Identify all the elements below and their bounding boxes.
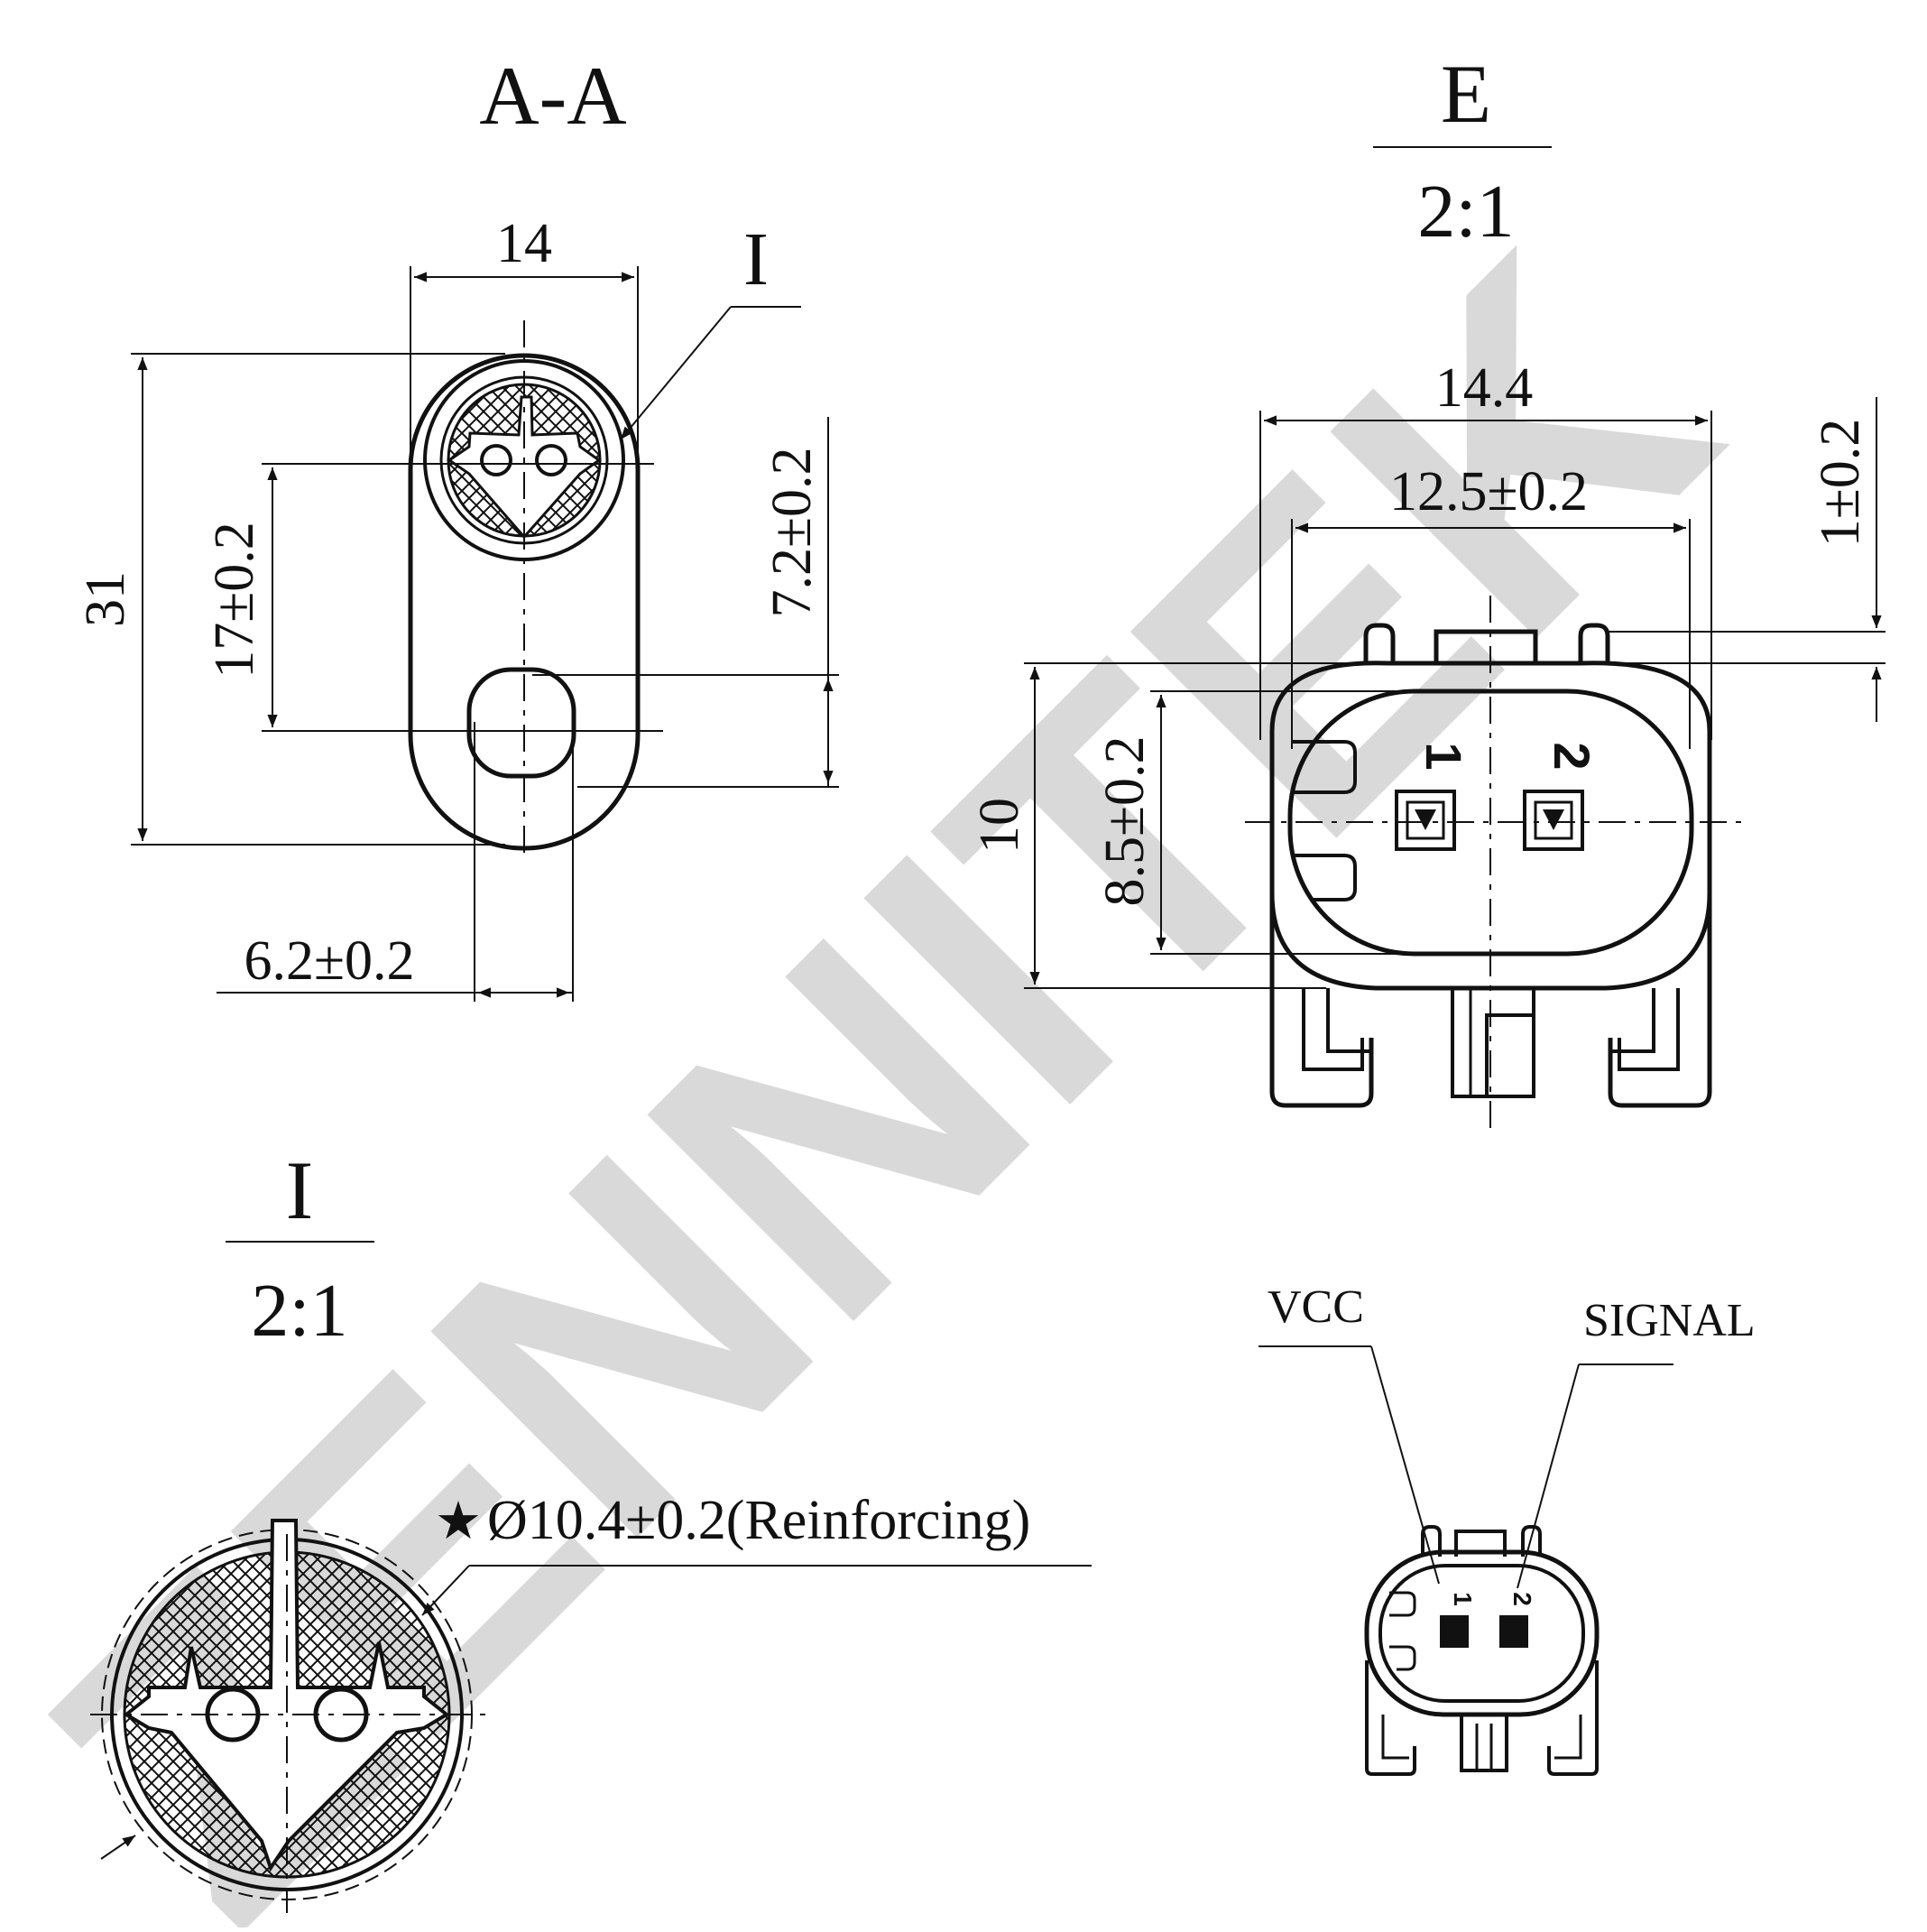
detail-i-view: I 2:1 ★ Ø10.4±0.2(Reinforcing)	[90, 1144, 1092, 1913]
dim-inner-width: 12.5±0.2	[1389, 461, 1588, 522]
dim-hole-dia: 6.2±0.2	[244, 930, 414, 992]
section-aa-view: A-A 14 31 17±0.2 7.2±0.2	[75, 50, 839, 1002]
detail-i-title: I	[286, 1144, 314, 1236]
dim-height: 31	[75, 571, 136, 627]
pinout-label-signal: SIGNAL	[1583, 1295, 1756, 1346]
pinout-view: VCC SIGNAL 1 2	[1259, 1281, 1756, 1776]
pinout-connector-housing	[1364, 1549, 1600, 1717]
section-aa-title: A-A	[479, 50, 627, 142]
dim-width: 14	[496, 213, 552, 274]
pin-2-label: 2	[1544, 742, 1600, 770]
pin-2: 2	[1523, 742, 1600, 851]
pinout-pin-2-label: 2	[1508, 1592, 1536, 1606]
dim-hole-span: 17±0.2	[204, 522, 265, 679]
pinout-pin-2	[1499, 1615, 1528, 1648]
dim-inner-height: 8.5±0.2	[1094, 735, 1156, 906]
dim-offset: 7.2±0.2	[761, 447, 823, 617]
dim-outer-width: 14.4	[1435, 357, 1534, 419]
detail-note-star: ★	[435, 1492, 482, 1550]
pinout-label-vcc: VCC	[1268, 1281, 1364, 1333]
dim-height-e: 10	[969, 798, 1030, 854]
view-e: E 2:1 1 2	[969, 48, 1886, 1132]
pin-1: 1	[1395, 742, 1472, 851]
pin-1-label: 1	[1415, 742, 1472, 770]
detail-callout-label: I	[743, 217, 769, 301]
pinout-pin-1-label: 1	[1449, 1592, 1477, 1606]
pinout-pin-1	[1440, 1615, 1469, 1648]
dim-latch: 1±0.2	[1810, 419, 1871, 548]
section-body-outline	[408, 353, 641, 851]
view-e-scale: 2:1	[1417, 170, 1514, 254]
view-e-title: E	[1441, 48, 1491, 140]
detail-note-text: Ø10.4±0.2(Reinforcing)	[487, 1490, 1030, 1551]
connector-housing	[1269, 661, 1712, 991]
mounting-hole	[466, 667, 576, 779]
detail-i-scale: 2:1	[251, 1269, 347, 1353]
